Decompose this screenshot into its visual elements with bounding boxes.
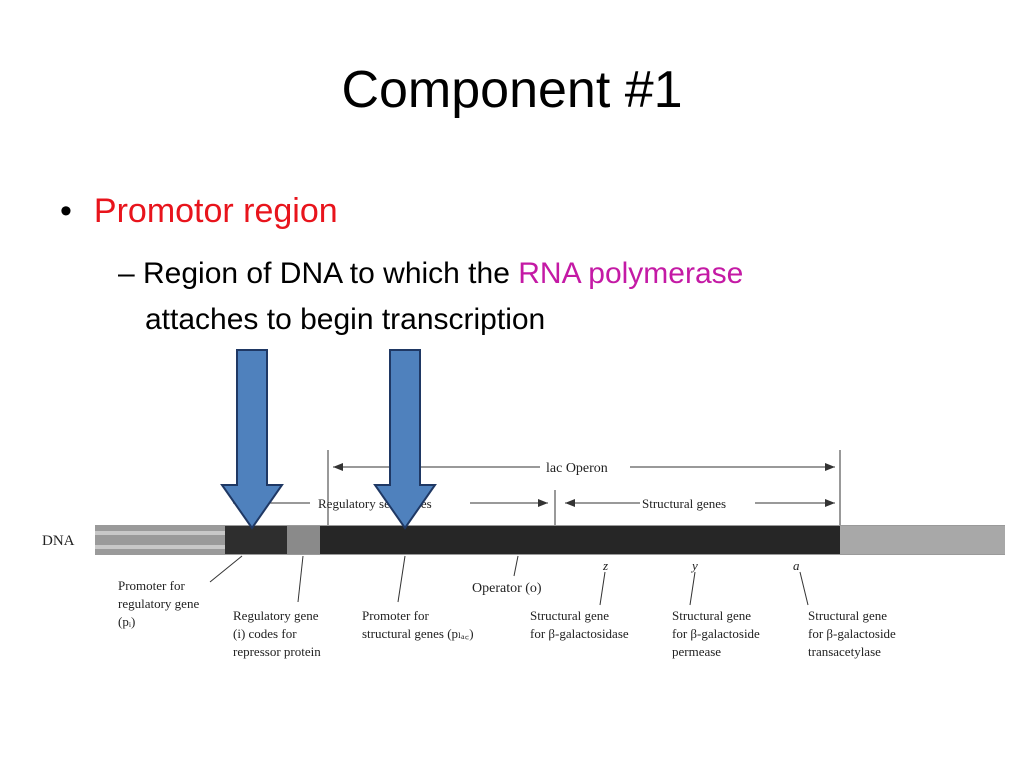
gal-y-label-3: permease — [672, 644, 721, 659]
promoter-struct-label-1: Promoter for — [362, 608, 429, 623]
sub-bullet-line1: – Region of DNA to which the RNA polymer… — [118, 254, 743, 293]
operator-label: Operator (o) — [472, 581, 542, 596]
promoter-arrow-structural — [373, 349, 437, 530]
gal-y-label-2: for β-galactoside — [672, 626, 760, 641]
rna-polymerase-highlight: RNA polymerase — [518, 257, 744, 290]
gal-y-label-1: Structural gene — [672, 608, 751, 623]
lac-operon-label: lac Operon — [546, 461, 608, 476]
gal-a-label-3: transacetylase — [808, 644, 881, 659]
promoter-arrow-regulatory — [220, 349, 284, 530]
lac-operon-diagram: DNA lac Operon Regulatory sequences Stru… — [42, 349, 1005, 659]
gal-a-label-2: for β-galactoside — [808, 626, 896, 641]
gal-z-label-1: Structural gene — [530, 608, 609, 623]
gal-z-label-2: for β-galactosidase — [530, 626, 629, 641]
pointer-lines — [209, 555, 809, 606]
gene-letter-a: a — [793, 558, 800, 573]
dna-strand — [95, 525, 1005, 555]
bullet-dot-icon: • — [60, 192, 72, 230]
regulatory-gene-label-3: repressor protein — [233, 644, 321, 659]
regulatory-gene-label-1: Regulatory gene — [233, 608, 319, 623]
bullet-text: Promotor region — [93, 192, 338, 230]
promoter-reg-label-3: (pᵢ) — [118, 614, 135, 629]
promoter-struct-label-2: structural genes (pₗₐ꜀) — [362, 626, 474, 641]
promoter-reg-label-1: Promoter for — [118, 578, 185, 593]
gene-letter-z: z — [602, 558, 608, 573]
gene-letter-y: y — [690, 558, 698, 573]
sub-prefix: – Region of DNA to which the — [118, 257, 510, 290]
dna-label: DNA — [42, 533, 75, 549]
sub-bullet-line2: attaches to begin transcription — [145, 303, 546, 336]
promoter-reg-label-2: regulatory gene — [118, 596, 199, 611]
bullet-promotor-region: • Promotor region — [60, 192, 338, 231]
slide-title: Component #1 — [341, 61, 683, 119]
structural-genes-label: Structural genes — [642, 496, 726, 511]
operon-bracket — [233, 450, 841, 525]
gal-a-label-1: Structural gene — [808, 608, 887, 623]
regulatory-gene-label-2: (i) codes for — [233, 626, 297, 641]
